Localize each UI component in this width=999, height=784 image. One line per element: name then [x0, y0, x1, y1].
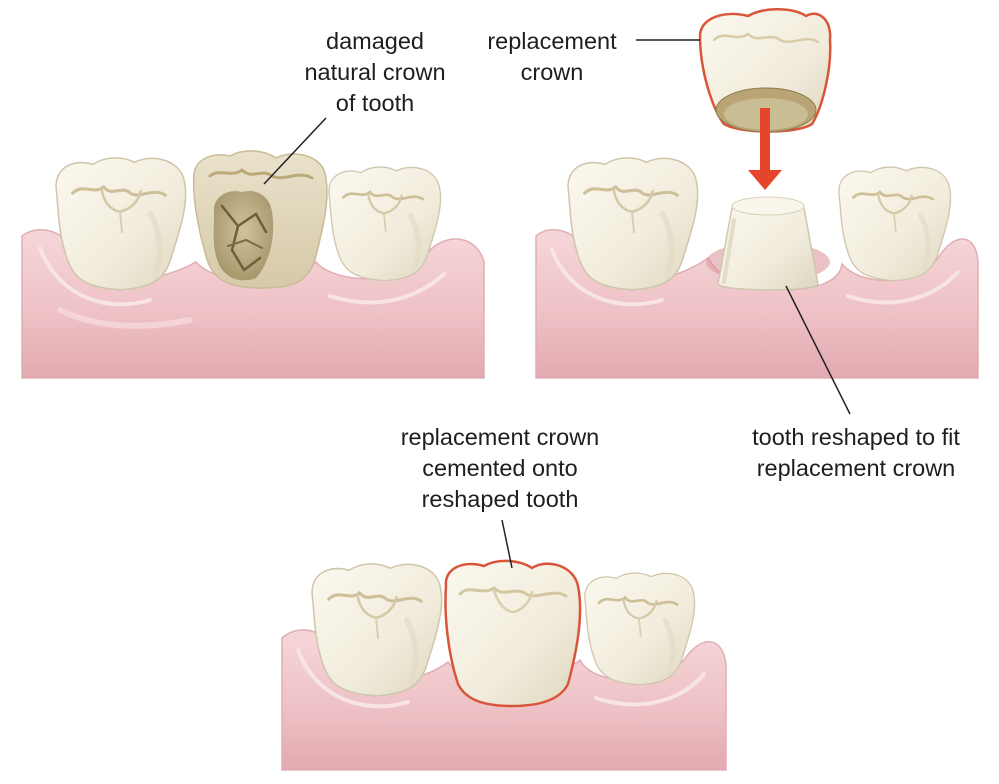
damaged-molar	[192, 150, 328, 289]
molar-right	[329, 167, 441, 281]
label-crown-cemented: replacement crown cemented onto reshaped…	[400, 424, 600, 512]
molar-left	[56, 158, 186, 290]
cemented-crown	[444, 559, 582, 708]
panel-reshaped-tooth	[535, 8, 979, 379]
leader-line-damaged-crown	[263, 117, 327, 185]
reshaped-tooth-stump	[717, 196, 819, 291]
label-replacement-crown: replacement crown	[487, 28, 617, 85]
down-arrow	[748, 108, 782, 190]
molar-left	[312, 564, 442, 696]
molar-right	[585, 573, 695, 685]
molar-right	[839, 167, 951, 281]
panel-cemented-crown	[281, 559, 727, 771]
leader-line-cemented-crown	[501, 519, 513, 569]
panel-damaged-tooth	[21, 150, 485, 379]
leader-line-reshaped-tooth	[785, 285, 851, 415]
label-tooth-reshaped: tooth reshaped to fit replacement crown	[752, 424, 960, 481]
label-damaged-natural-crown: damaged natural crown of tooth	[304, 28, 446, 116]
molar-left	[568, 158, 698, 290]
